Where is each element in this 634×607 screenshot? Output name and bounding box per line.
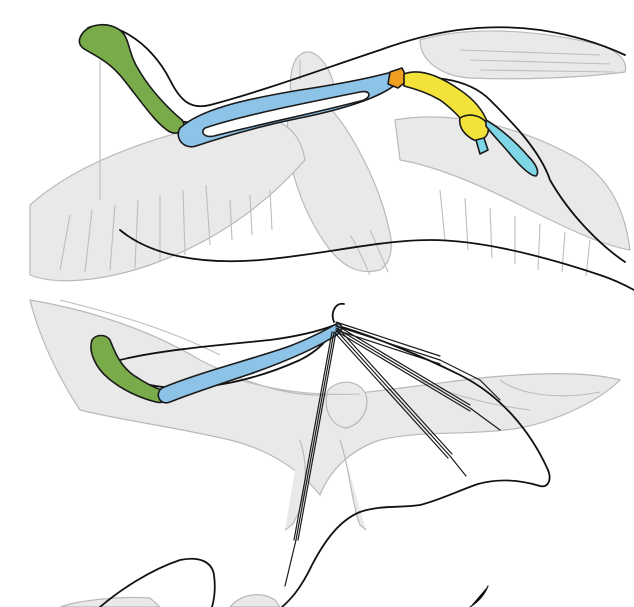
bird-wing-panel (30, 25, 634, 290)
bird-shoulder-bone (79, 25, 184, 133)
pterosaur-wing-panel (60, 559, 488, 607)
bat-finger-3-tip (450, 456, 466, 476)
bat-thumb-claw (333, 304, 344, 322)
bat-wing-panel (30, 300, 620, 607)
pterosaur-finger-tip (470, 586, 488, 607)
pterosaur-ghost-silhouette (60, 595, 280, 607)
bat-finger-4-tip (285, 540, 296, 586)
